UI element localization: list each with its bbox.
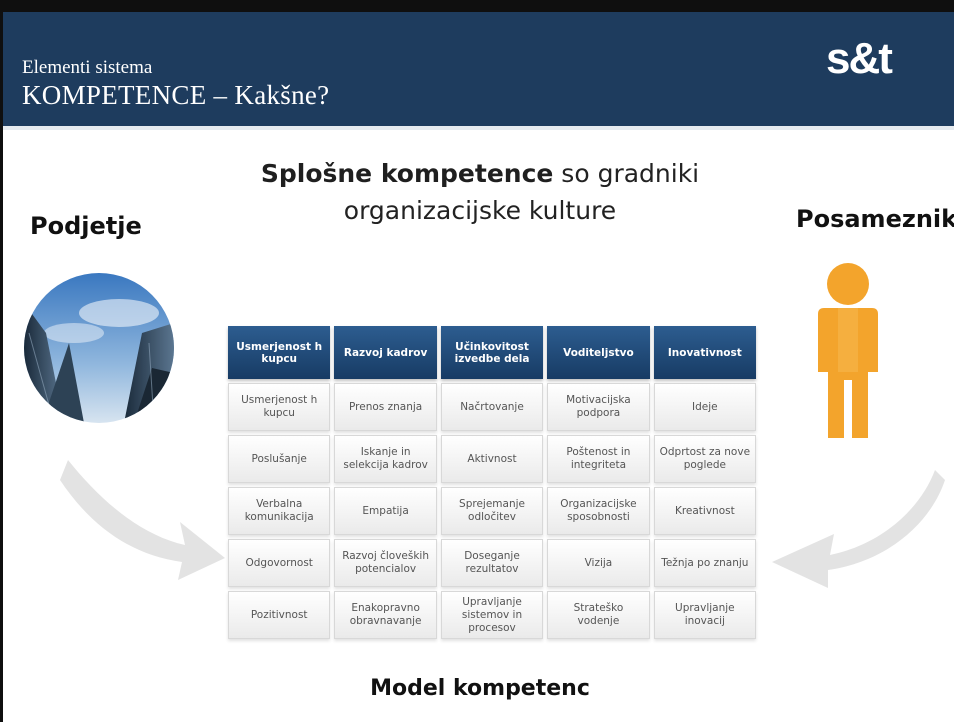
table-cell: Poštenost in integriteta <box>547 435 650 483</box>
table-row: Odgovornost Razvoj človeških potencialov… <box>228 539 757 587</box>
building-photo-icon <box>24 273 174 423</box>
table-cell: Kreativnost <box>653 487 757 535</box>
left-bar <box>0 0 3 722</box>
table-cell: Odgovornost <box>228 539 331 587</box>
table-cell: Usmerjenost h kupcu <box>228 383 331 431</box>
table-cell: Vizija <box>547 539 650 587</box>
model-caption: Model kompetenc <box>370 676 590 701</box>
table-cell: Pozitivnost <box>228 591 331 639</box>
competence-model-table: Usmerjenost h kupcu Razvoj kadrov Učinko… <box>228 326 757 643</box>
headline: Splošne kompetence so gradniki organizac… <box>210 155 750 229</box>
label-individual: Posameznik <box>796 205 954 233</box>
table-cell: Razvoj človeških potencialov <box>334 539 437 587</box>
table-row: Usmerjenost h kupcu Prenos znanja Načrto… <box>228 383 757 431</box>
table-cell: Težnja po znanju <box>653 539 757 587</box>
table-cell: Doseganje rezultatov <box>440 539 544 587</box>
curved-arrow-icon <box>60 440 230 585</box>
table-cell: Načrtovanje <box>440 383 544 431</box>
table-cell: Upravljanje inovacij <box>653 591 757 639</box>
headline-rest: so gradniki <box>553 159 700 188</box>
table-cell: Upravljanje sistemov in procesov <box>440 591 544 639</box>
company-logo: s&t <box>826 34 893 83</box>
curved-arrow-icon <box>770 470 945 595</box>
slide-header <box>3 12 954 126</box>
table-cell: Organizacijske sposobnosti <box>547 487 650 535</box>
table-cell: Empatija <box>334 487 437 535</box>
person-icon <box>808 262 888 447</box>
headline-bold: Splošne kompetence <box>260 159 554 188</box>
column-header: Razvoj kadrov <box>334 326 437 379</box>
table-cell: Motivacijska podpora <box>547 383 650 431</box>
table-cell: Odprtost za nove poglede <box>653 435 757 483</box>
headline-line2: organizacijske kulture <box>343 196 617 225</box>
slide-subtitle: Elementi sistema <box>22 57 153 78</box>
table-cell: Poslušanje <box>228 435 331 483</box>
table-cell: Prenos znanja <box>334 383 437 431</box>
table-cell: Ideje <box>653 383 757 431</box>
table-cell: Enakopravno obravnavanje <box>334 591 437 639</box>
slide-title: KOMPETENCE – Kakšne? <box>22 80 330 110</box>
table-cell: Sprejemanje odločitev <box>440 487 544 535</box>
column-header: Učinkovitost izvedbe dela <box>440 326 544 379</box>
table-row: Verbalna komunikacija Empatija Sprejeman… <box>228 487 757 535</box>
column-header: Inovativnost <box>653 326 757 379</box>
table-cell: Aktivnost <box>440 435 544 483</box>
column-header: Voditeljstvo <box>547 326 650 379</box>
label-company: Podjetje <box>30 212 142 240</box>
table-row: Pozitivnost Enakopravno obravnavanje Upr… <box>228 591 757 639</box>
table-cell: Strateško vodenje <box>547 591 650 639</box>
header-divider <box>3 126 954 130</box>
table-cell: Iskanje in selekcija kadrov <box>334 435 437 483</box>
table-row: Poslušanje Iskanje in selekcija kadrov A… <box>228 435 757 483</box>
table-header-row: Usmerjenost h kupcu Razvoj kadrov Učinko… <box>228 326 757 379</box>
column-header: Usmerjenost h kupcu <box>228 326 331 379</box>
table-cell: Verbalna komunikacija <box>228 487 331 535</box>
top-bar <box>0 0 954 12</box>
